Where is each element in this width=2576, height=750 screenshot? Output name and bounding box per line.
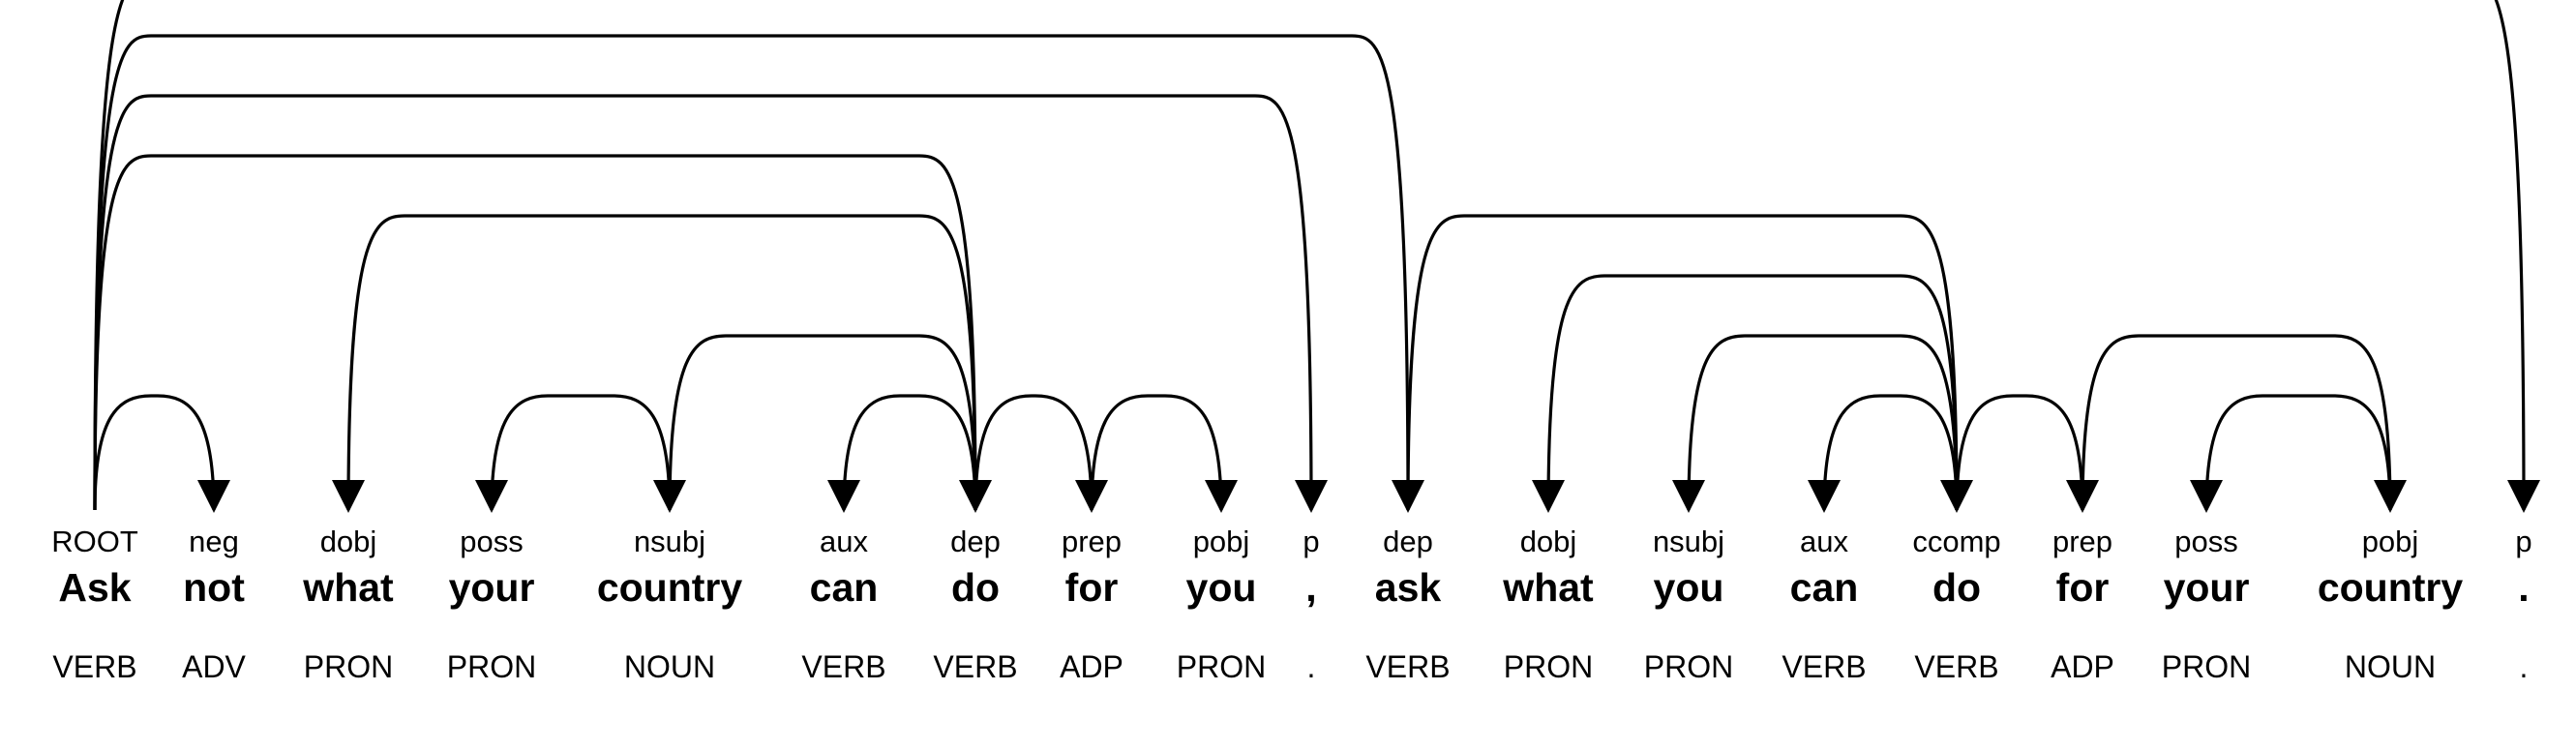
arrowhead-nsubj xyxy=(653,480,686,513)
pos-tag: ADP xyxy=(2051,649,2114,684)
dependency-arc-prep xyxy=(973,394,1093,511)
token-word[interactable]: can xyxy=(810,565,879,610)
pos-tag: NOUN xyxy=(624,649,715,684)
token-word[interactable]: what xyxy=(302,565,394,610)
dep-label: aux xyxy=(1800,525,1848,558)
dep-label: poss xyxy=(2174,525,2237,558)
pos-tag: ADP xyxy=(1060,649,1123,684)
arrowhead-pobj xyxy=(2374,480,2407,513)
dep-label: dep xyxy=(1383,525,1433,558)
pos-tag: . xyxy=(2520,649,2529,684)
arrowhead-pobj xyxy=(1205,480,1238,513)
dependency-arc-poss xyxy=(2204,394,2392,511)
pos-tag: VERB xyxy=(801,649,885,684)
dep-label: pobj xyxy=(1193,525,1250,558)
dependency-arc-dep xyxy=(93,34,1410,511)
arrowhead-nsubj xyxy=(1672,480,1705,513)
dep-label: dobj xyxy=(1520,525,1577,558)
arrowhead-dobj xyxy=(1532,480,1565,513)
token-word[interactable]: what xyxy=(1502,565,1594,610)
dep-label: poss xyxy=(460,525,523,558)
arc-layer xyxy=(93,0,2526,511)
dependency-arc-dobj xyxy=(1546,274,1959,511)
pos-tag: PRON xyxy=(2162,649,2251,684)
token-word[interactable]: do xyxy=(951,565,1000,610)
pos-tag: VERB xyxy=(1914,649,1998,684)
token-word[interactable]: you xyxy=(1654,565,1724,610)
token-word[interactable]: for xyxy=(1065,565,1119,610)
pos-tag: NOUN xyxy=(2345,649,2436,684)
token-word[interactable]: do xyxy=(1932,565,1981,610)
dependency-arc-pobj xyxy=(1090,394,1223,511)
pos-tag: ADV xyxy=(182,649,246,684)
dep-label: dep xyxy=(950,525,1001,558)
arrowhead-dep xyxy=(1392,480,1424,513)
pos-tag: VERB xyxy=(933,649,1017,684)
dep-label: p xyxy=(1303,525,1319,558)
pos-tag: PRON xyxy=(304,649,393,684)
arrowhead-dobj xyxy=(332,480,365,513)
token-word[interactable]: your xyxy=(2164,565,2250,610)
dependency-arc-dobj xyxy=(346,214,977,511)
arrowhead-neg xyxy=(197,480,230,513)
dep-label: nsubj xyxy=(1653,525,1724,558)
arrowhead-p xyxy=(2507,480,2540,513)
pos-tag: PRON xyxy=(1504,649,1593,684)
arrowhead-aux xyxy=(827,480,860,513)
token-word[interactable]: , xyxy=(1305,565,1316,610)
token-word[interactable]: country xyxy=(2318,565,2464,610)
dep-label: ccomp xyxy=(1912,525,2000,558)
arrowhead-layer xyxy=(197,480,2540,513)
dep-label: nsubj xyxy=(634,525,705,558)
arrowhead-prep xyxy=(2066,480,2099,513)
token-word-layer: Ask not what your country can do for you, ask what… xyxy=(58,565,2529,610)
arrowhead-p xyxy=(1295,480,1328,513)
token-word[interactable]: can xyxy=(1790,565,1859,610)
dependency-arc-neg xyxy=(93,394,216,511)
dep-label: prep xyxy=(1062,525,1122,558)
token-word[interactable]: . xyxy=(2518,565,2529,610)
dependency-arc-aux xyxy=(1822,394,1959,511)
dependency-arc-prep xyxy=(1955,394,2084,511)
dependency-arc-aux xyxy=(842,394,977,511)
dep-label: neg xyxy=(189,525,239,558)
pos-tag-layer: VERB ADV PRON PRON NOUN VERB VERB ADP PRON. VERB P… xyxy=(52,649,2528,684)
dep-label: dobj xyxy=(320,525,377,558)
arrowhead-ccomp xyxy=(1940,480,1973,513)
dep-label: pobj xyxy=(2362,525,2419,558)
dependency-arc-ccomp xyxy=(1406,214,1959,511)
dependency-arc-p xyxy=(93,0,2526,511)
token-word[interactable]: ask xyxy=(1375,565,1442,610)
pos-tag: . xyxy=(1307,649,1316,684)
dependency-arc-nsubj xyxy=(668,334,977,511)
arrowhead-poss xyxy=(475,480,508,513)
pos-tag: PRON xyxy=(447,649,536,684)
arrowhead-poss xyxy=(2190,480,2223,513)
dep-label: aux xyxy=(820,525,868,558)
dependency-arc-pobj xyxy=(2081,334,2392,511)
dependency-arc-dep xyxy=(93,154,977,511)
dependency-arc-poss xyxy=(490,394,672,511)
pos-tag: PRON xyxy=(1644,649,1733,684)
arrowhead-prep xyxy=(1075,480,1108,513)
dependency-arc-p xyxy=(93,94,1313,511)
token-word[interactable]: your xyxy=(449,565,535,610)
pos-tag: VERB xyxy=(52,649,136,684)
token-word[interactable]: country xyxy=(597,565,743,610)
arrowhead-dep xyxy=(959,480,992,513)
dep-label: ROOT xyxy=(51,525,138,558)
dep-label: p xyxy=(2515,525,2531,558)
dep-label: prep xyxy=(2052,525,2112,558)
arrowhead-aux xyxy=(1808,480,1841,513)
dependency-label-layer: ROOT neg dobj poss nsubj aux dep prep pobj p dep do… xyxy=(51,525,2531,558)
pos-tag: PRON xyxy=(1177,649,1266,684)
pos-tag: VERB xyxy=(1782,649,1866,684)
token-word[interactable]: Ask xyxy=(58,565,131,610)
dependency-arc-nsubj xyxy=(1687,334,1959,511)
token-word[interactable]: for xyxy=(2056,565,2110,610)
token-word[interactable]: you xyxy=(1186,565,1257,610)
pos-tag: VERB xyxy=(1365,649,1450,684)
token-word[interactable]: not xyxy=(183,565,245,610)
